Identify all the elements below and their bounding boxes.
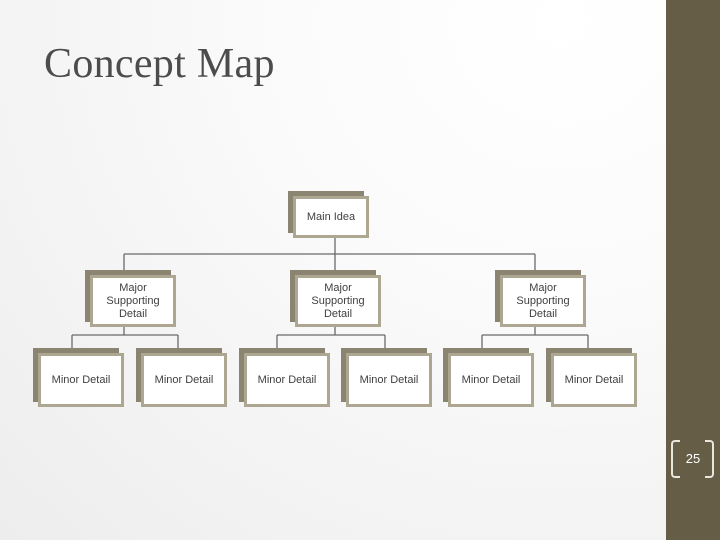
minor-detail-label: Minor Detail	[38, 353, 124, 407]
minor-detail-node-3: Minor Detail	[239, 348, 330, 407]
major-detail-label: Major Supporting Detail	[90, 275, 176, 327]
minor-detail-node-5: Minor Detail	[443, 348, 534, 407]
minor-detail-label: Minor Detail	[448, 353, 534, 407]
slide-title: Concept Map	[44, 41, 275, 87]
major-detail-node-1: Major Supporting Detail	[85, 270, 176, 327]
main-idea-label: Main Idea	[293, 196, 369, 238]
minor-detail-node-2: Minor Detail	[136, 348, 227, 407]
minor-detail-node-4: Minor Detail	[341, 348, 432, 407]
minor-detail-label: Minor Detail	[551, 353, 637, 407]
minor-detail-node-1: Minor Detail	[33, 348, 124, 407]
page-number: 25	[685, 451, 701, 466]
major-detail-node-3: Major Supporting Detail	[495, 270, 586, 327]
page-number-bracket-left	[671, 440, 680, 478]
minor-detail-label: Minor Detail	[141, 353, 227, 407]
minor-detail-label: Minor Detail	[244, 353, 330, 407]
main-idea-node: Main Idea	[288, 191, 369, 238]
minor-detail-node-6: Minor Detail	[546, 348, 637, 407]
minor-detail-label: Minor Detail	[346, 353, 432, 407]
right-sidebar-band	[666, 0, 720, 540]
major-detail-label: Major Supporting Detail	[500, 275, 586, 327]
major-detail-label: Major Supporting Detail	[295, 275, 381, 327]
major-detail-node-2: Major Supporting Detail	[290, 270, 381, 327]
page-number-bracket-right	[705, 440, 714, 478]
